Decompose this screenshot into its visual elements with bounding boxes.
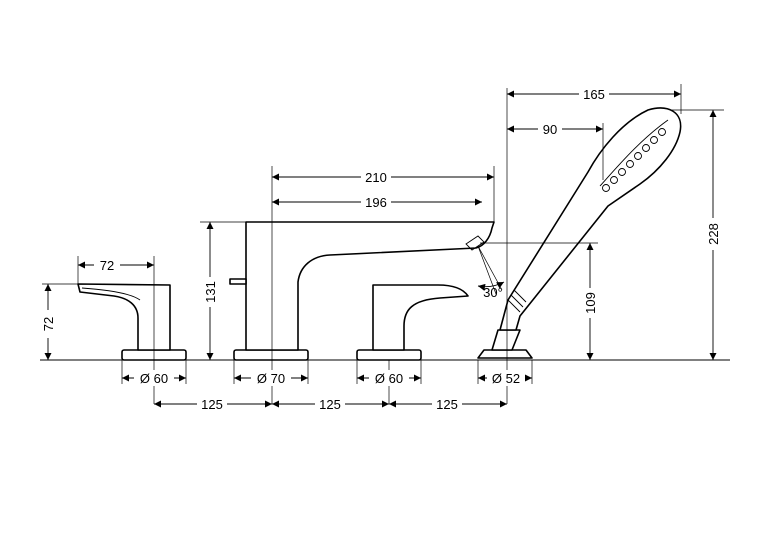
- label-131: 131: [203, 281, 218, 303]
- shower-nozzles: [602, 128, 666, 192]
- hand-shower: [477, 107, 682, 359]
- label-dia-60-right: Ø 60: [375, 371, 403, 386]
- spout: [229, 221, 495, 361]
- right-handle-base: [356, 349, 422, 361]
- label-125-first: 125: [201, 397, 223, 412]
- label-125-second: 125: [319, 397, 341, 412]
- label-dia-52: Ø 52: [492, 371, 520, 386]
- shower-handle: [499, 107, 682, 331]
- spout-base: [233, 349, 309, 361]
- label-72-height: 72: [41, 317, 56, 331]
- angle-ref-line-1: [477, 245, 503, 291]
- label-165: 165: [583, 87, 605, 102]
- shower-head-face: [599, 119, 669, 187]
- left-handle-body: [77, 283, 171, 351]
- label-210: 210: [365, 170, 387, 185]
- label-196: 196: [365, 195, 387, 210]
- label-30-deg: 30°: [483, 285, 503, 300]
- spout-body: [245, 221, 495, 351]
- label-90: 90: [543, 122, 557, 137]
- label-72-width: 72: [100, 258, 114, 273]
- shower-holder: [477, 349, 533, 359]
- left-handle: [77, 283, 187, 361]
- label-dia-70: Ø 70: [257, 371, 285, 386]
- right-handle-body: [372, 284, 469, 351]
- shower-hose-end: [491, 329, 521, 351]
- right-handle: [356, 284, 469, 361]
- label-109: 109: [583, 292, 598, 314]
- label-125-third: 125: [436, 397, 458, 412]
- dim-30-arc: [477, 281, 505, 291]
- label-dia-60-left: Ø 60: [140, 371, 168, 386]
- spout-lever: [229, 278, 247, 285]
- label-228: 228: [706, 223, 721, 245]
